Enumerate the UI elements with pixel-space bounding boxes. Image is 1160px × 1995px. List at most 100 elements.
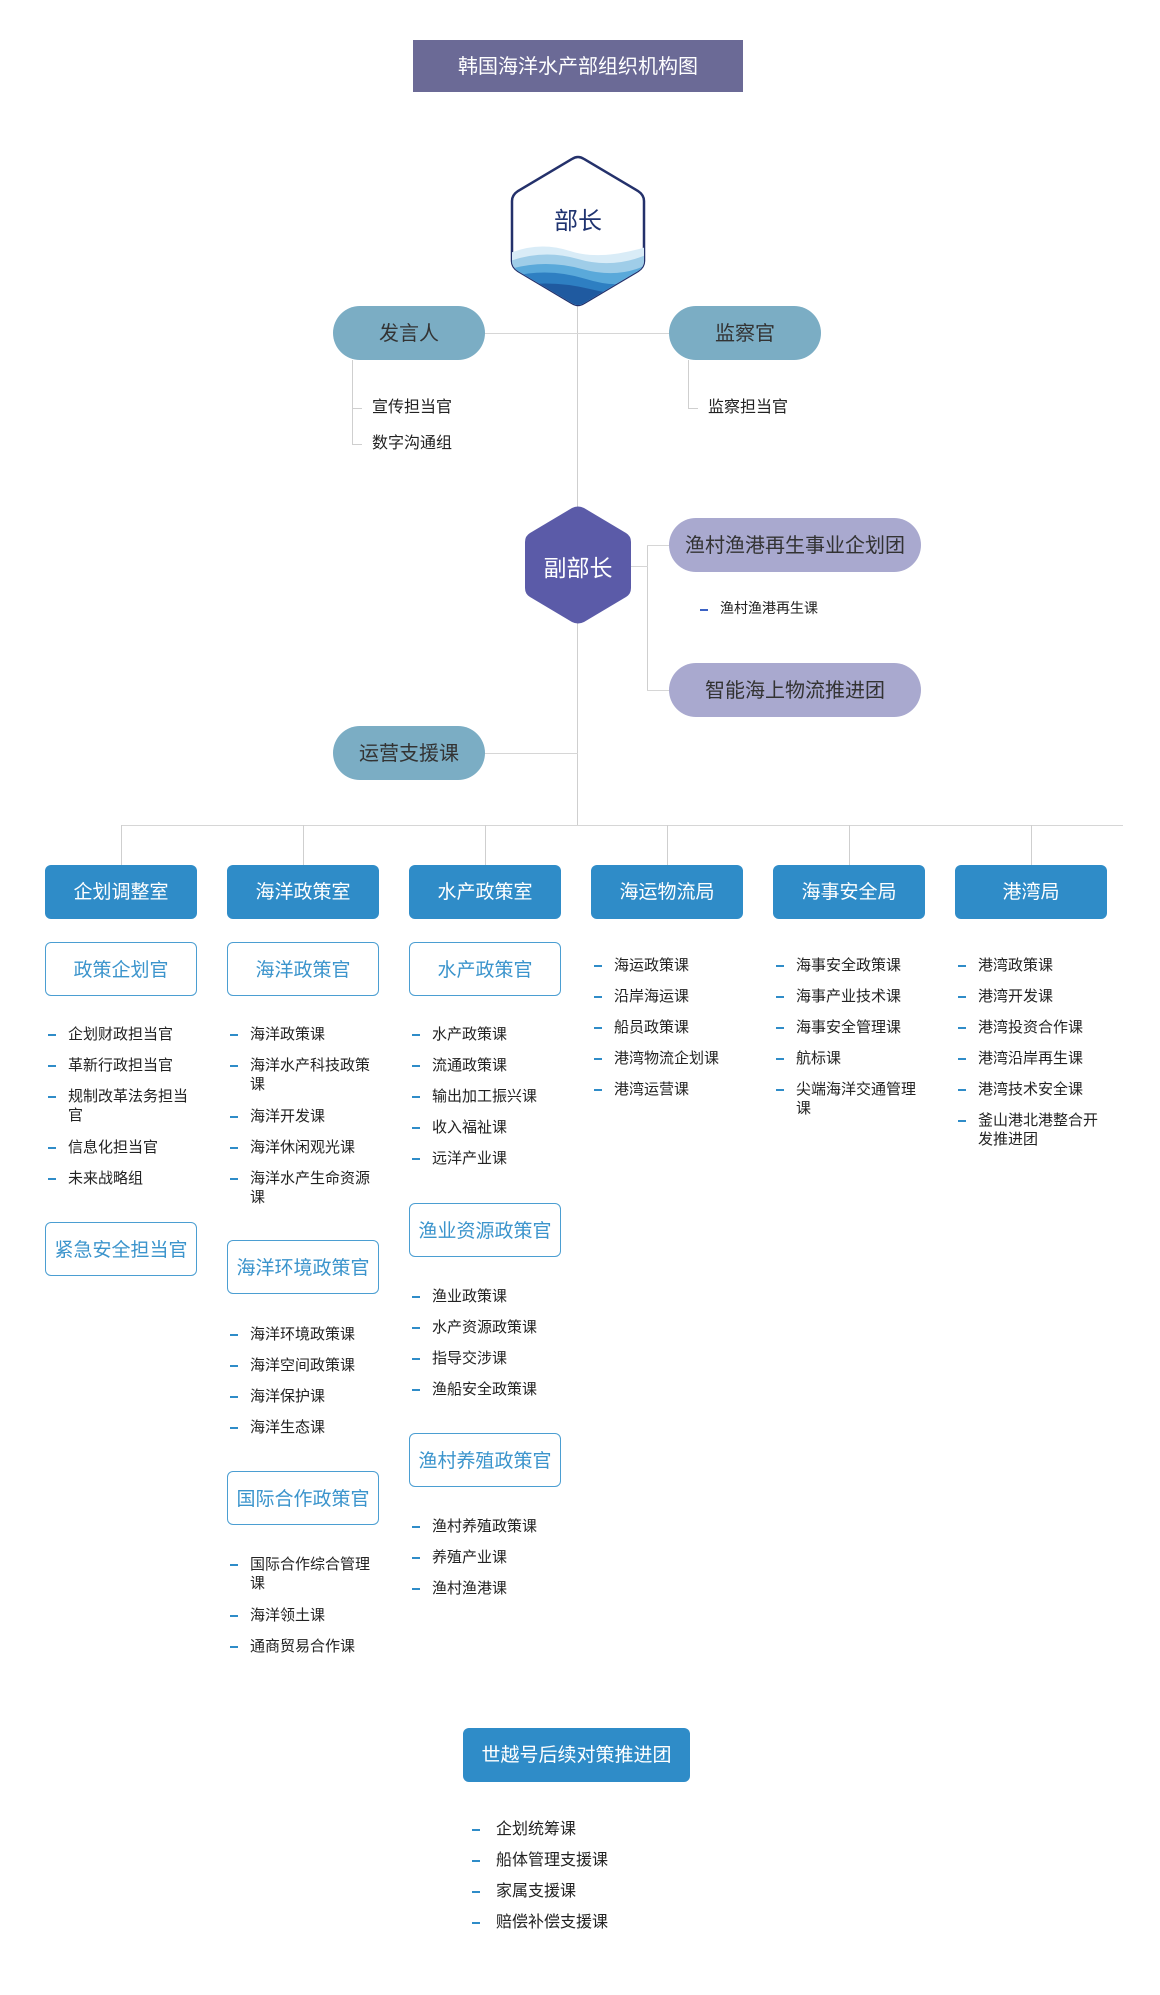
group-international-cooperation-list: 国际合作综合管理课 海洋领土课 通商贸易合作课 — [230, 1555, 380, 1668]
list-item: 海事安全管理课 — [776, 1018, 926, 1036]
dept-drop-4 — [667, 825, 668, 865]
vice-branch-top — [647, 545, 671, 546]
department-ocean-policy: 海洋政策室 — [227, 865, 379, 919]
list-item: 船员政策课 — [594, 1018, 744, 1036]
group-fishing-village-aquaculture-list: 渔村养殖政策课 养殖产业课 渔村渔港课 — [412, 1517, 562, 1610]
group-fisheries-policy-officer: 水产政策官 — [409, 942, 561, 996]
minister-label: 部长 — [554, 207, 602, 235]
list-item: 未来战略组 — [48, 1169, 198, 1187]
group-ocean-policy-officer: 海洋政策官 — [227, 942, 379, 996]
inspector-node: 监察官 — [669, 306, 821, 360]
dept-drop-3 — [485, 825, 486, 865]
list-item: 收入福祉课 — [412, 1118, 562, 1136]
list-item: 水产资源政策课 — [412, 1318, 562, 1336]
ops-line — [484, 753, 578, 754]
list-item: 海事产业技术课 — [776, 987, 926, 1005]
vice-minister-node: 副部长 — [524, 505, 632, 625]
department-maritime-safety: 海事安全局 — [773, 865, 925, 919]
group-policy-planning-list: 企划财政担当官 革新行政担当官 规制改革法务担当官 信息化担当官 未来战略组 — [48, 1025, 198, 1200]
operations-node: 运营支援课 — [333, 726, 485, 780]
group-emergency-safety: 紧急安全担当官 — [45, 1222, 197, 1276]
fishing-village-team-node: 渔村渔港再生事业企划团 — [669, 518, 921, 572]
spokesperson-tick-2 — [352, 444, 362, 445]
sewol-team-node: 世越号后续对策推进团 — [463, 1728, 690, 1782]
dept-drop-6 — [1031, 825, 1032, 865]
group-fishing-village-aquaculture: 渔村养殖政策官 — [409, 1433, 561, 1487]
list-item: 海洋休闲观光课 — [230, 1138, 380, 1156]
sewol-team-list: 企划统筹课 船体管理支援课 家属支援课 赔偿补偿支援课 — [472, 1820, 692, 1944]
page-title: 韩国海洋水产部组织机构图 — [413, 40, 743, 92]
list-item: 远洋产业课 — [412, 1149, 562, 1167]
group-policy-planning: 政策企划官 — [45, 942, 197, 996]
list-item: 海洋空间政策课 — [230, 1356, 380, 1374]
list-item: 国际合作综合管理课 — [230, 1555, 380, 1593]
department-bus-line — [121, 825, 1123, 826]
dept-drop-1 — [121, 825, 122, 865]
list-item: 海洋开发课 — [230, 1107, 380, 1125]
inspector-list: 监察担当官 — [688, 398, 848, 429]
list-item: 规制改革法务担当官 — [48, 1087, 198, 1125]
group-fisheries-policy-officer-list: 水产政策课 流通政策课 输出加工振兴课 收入福祉课 远洋产业课 — [412, 1025, 562, 1180]
list-item: 海洋环境政策课 — [230, 1325, 380, 1343]
list-item: 水产政策课 — [412, 1025, 562, 1043]
inspector-tick-1 — [688, 408, 698, 409]
department-planning: 企划调整室 — [45, 865, 197, 919]
department-maritime-safety-list: 海事安全政策课 海事产业技术课 海事安全管理课 航标课 尖端海洋交通管理课 — [776, 956, 926, 1131]
list-item: 沿岸海运课 — [594, 987, 744, 1005]
department-port-list: 港湾政策课 港湾开发课 港湾投资合作课 港湾沿岸再生课 港湾技术安全课 釜山港北… — [958, 956, 1108, 1162]
list-item: 尖端海洋交通管理课 — [776, 1080, 926, 1118]
list-item: 海洋水产科技政策课 — [230, 1056, 380, 1094]
list-item: 港湾沿岸再生课 — [958, 1049, 1108, 1067]
spokesperson-list: 宣传担当官 数字沟通组 — [352, 398, 512, 465]
department-shipping-logistics-list: 海运政策课 沿岸海运课 船员政策课 港湾物流企划课 港湾运营课 — [594, 956, 744, 1111]
list-item: 海洋政策课 — [230, 1025, 380, 1043]
department-shipping-logistics: 海运物流局 — [591, 865, 743, 919]
list-item: 海洋生态课 — [230, 1418, 380, 1436]
list-item: 指导交涉课 — [412, 1349, 562, 1367]
list-item: 企划统筹课 — [472, 1820, 692, 1838]
spokes-line — [484, 333, 670, 334]
list-item: 港湾物流企划课 — [594, 1049, 744, 1067]
group-ocean-environment: 海洋环境政策官 — [227, 1240, 379, 1294]
list-item: 革新行政担当官 — [48, 1056, 198, 1074]
list-item: 港湾技术安全课 — [958, 1080, 1108, 1098]
list-item: 输出加工振兴课 — [412, 1087, 562, 1105]
list-item: 渔村渔港再生课 — [700, 600, 900, 618]
list-item: 渔船安全政策课 — [412, 1380, 562, 1398]
spokesperson-node: 发言人 — [333, 306, 485, 360]
list-item: 船体管理支援课 — [472, 1851, 692, 1869]
vice-minister-hexagon-icon — [525, 506, 631, 624]
vice-minister-label: 副部长 — [543, 556, 613, 582]
minister-node: 部长 — [510, 155, 646, 307]
list-item: 渔村养殖政策课 — [412, 1517, 562, 1535]
list-item: 釜山港北港整合开发推进团 — [958, 1111, 1108, 1149]
list-item: 海运政策课 — [594, 956, 744, 974]
list-item: 企划财政担当官 — [48, 1025, 198, 1043]
list-item: 宣传担当官 — [372, 397, 453, 416]
dept-drop-5 — [849, 825, 850, 865]
list-item: 家属支援课 — [472, 1882, 692, 1900]
list-item: 渔业政策课 — [412, 1287, 562, 1305]
inspector-line — [688, 360, 689, 408]
list-item: 海洋保护课 — [230, 1387, 380, 1405]
spokesperson-line — [352, 360, 353, 445]
list-item: 通商贸易合作课 — [230, 1637, 380, 1655]
list-item: 海事安全政策课 — [776, 956, 926, 974]
list-item: 赔偿补偿支援课 — [472, 1913, 692, 1931]
list-item: 港湾运营课 — [594, 1080, 744, 1098]
vice-branch-link — [620, 566, 648, 567]
minister-hexagon-icon — [510, 155, 646, 307]
department-fisheries-policy: 水产政策室 — [409, 865, 561, 919]
dept-drop-2 — [303, 825, 304, 865]
fishing-village-team-list: 渔村渔港再生课 — [700, 600, 900, 631]
list-item: 港湾投资合作课 — [958, 1018, 1108, 1036]
list-item: 信息化担当官 — [48, 1138, 198, 1156]
list-item: 流通政策课 — [412, 1056, 562, 1074]
list-item: 港湾开发课 — [958, 987, 1108, 1005]
vice-branch-bottom — [647, 690, 671, 691]
list-item: 数字沟通组 — [372, 433, 453, 452]
group-fishery-resources: 渔业资源政策官 — [409, 1203, 561, 1257]
spokesperson-tick-1 — [352, 408, 362, 409]
group-international-cooperation: 国际合作政策官 — [227, 1471, 379, 1525]
list-item: 海洋水产生命资源课 — [230, 1169, 380, 1207]
